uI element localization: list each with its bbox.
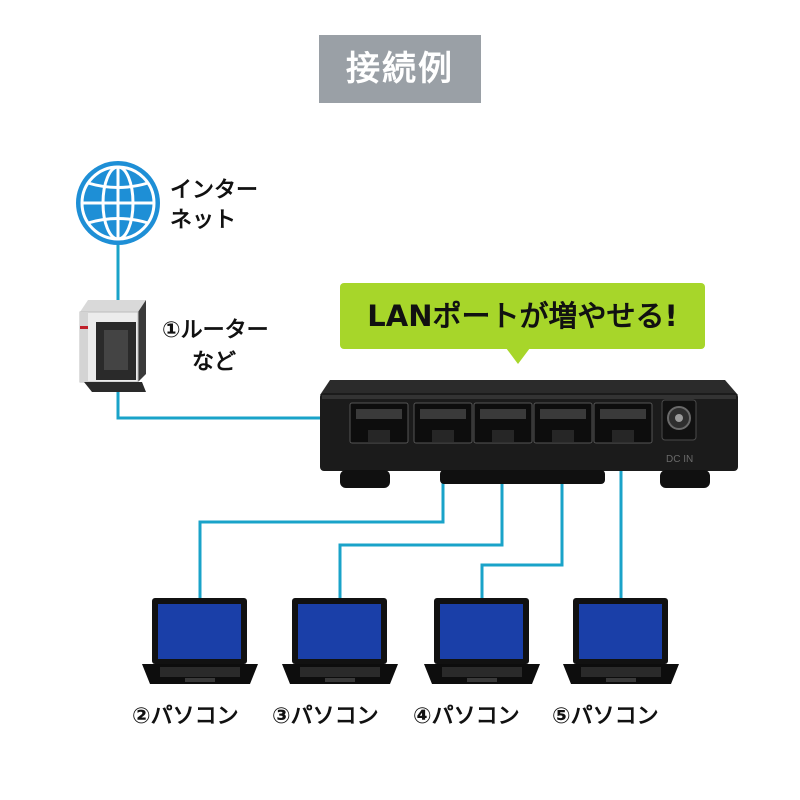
dc-in-label: DC IN: [666, 454, 693, 465]
pc-label-4: ④パソコン: [413, 704, 520, 729]
cable-router-switch: [116, 388, 372, 420]
internet-label-line1: インター: [170, 178, 259, 203]
page-title: 接続例: [319, 35, 481, 103]
laptop-icon: [563, 598, 679, 684]
internet-label-line2: ネット: [170, 208, 237, 233]
globe-icon: [76, 161, 160, 245]
pc-label-2: ②パソコン: [132, 704, 239, 729]
laptop-icon: [142, 598, 258, 684]
router-label-line1: ①ルーター: [162, 318, 269, 343]
laptop-icon: [282, 598, 398, 684]
laptop-icon: [424, 598, 540, 684]
feature-callout: LANポートが増やせる!: [340, 283, 705, 349]
router-label-line2: など: [192, 350, 237, 375]
callout-tail: [506, 348, 530, 364]
pc-label-3: ③パソコン: [272, 704, 379, 729]
router-icon: [79, 300, 146, 392]
pc-label-5: ⑤パソコン: [552, 704, 659, 729]
cable-switch-pc4: [480, 418, 564, 602]
switch-hub-icon: [320, 380, 738, 488]
